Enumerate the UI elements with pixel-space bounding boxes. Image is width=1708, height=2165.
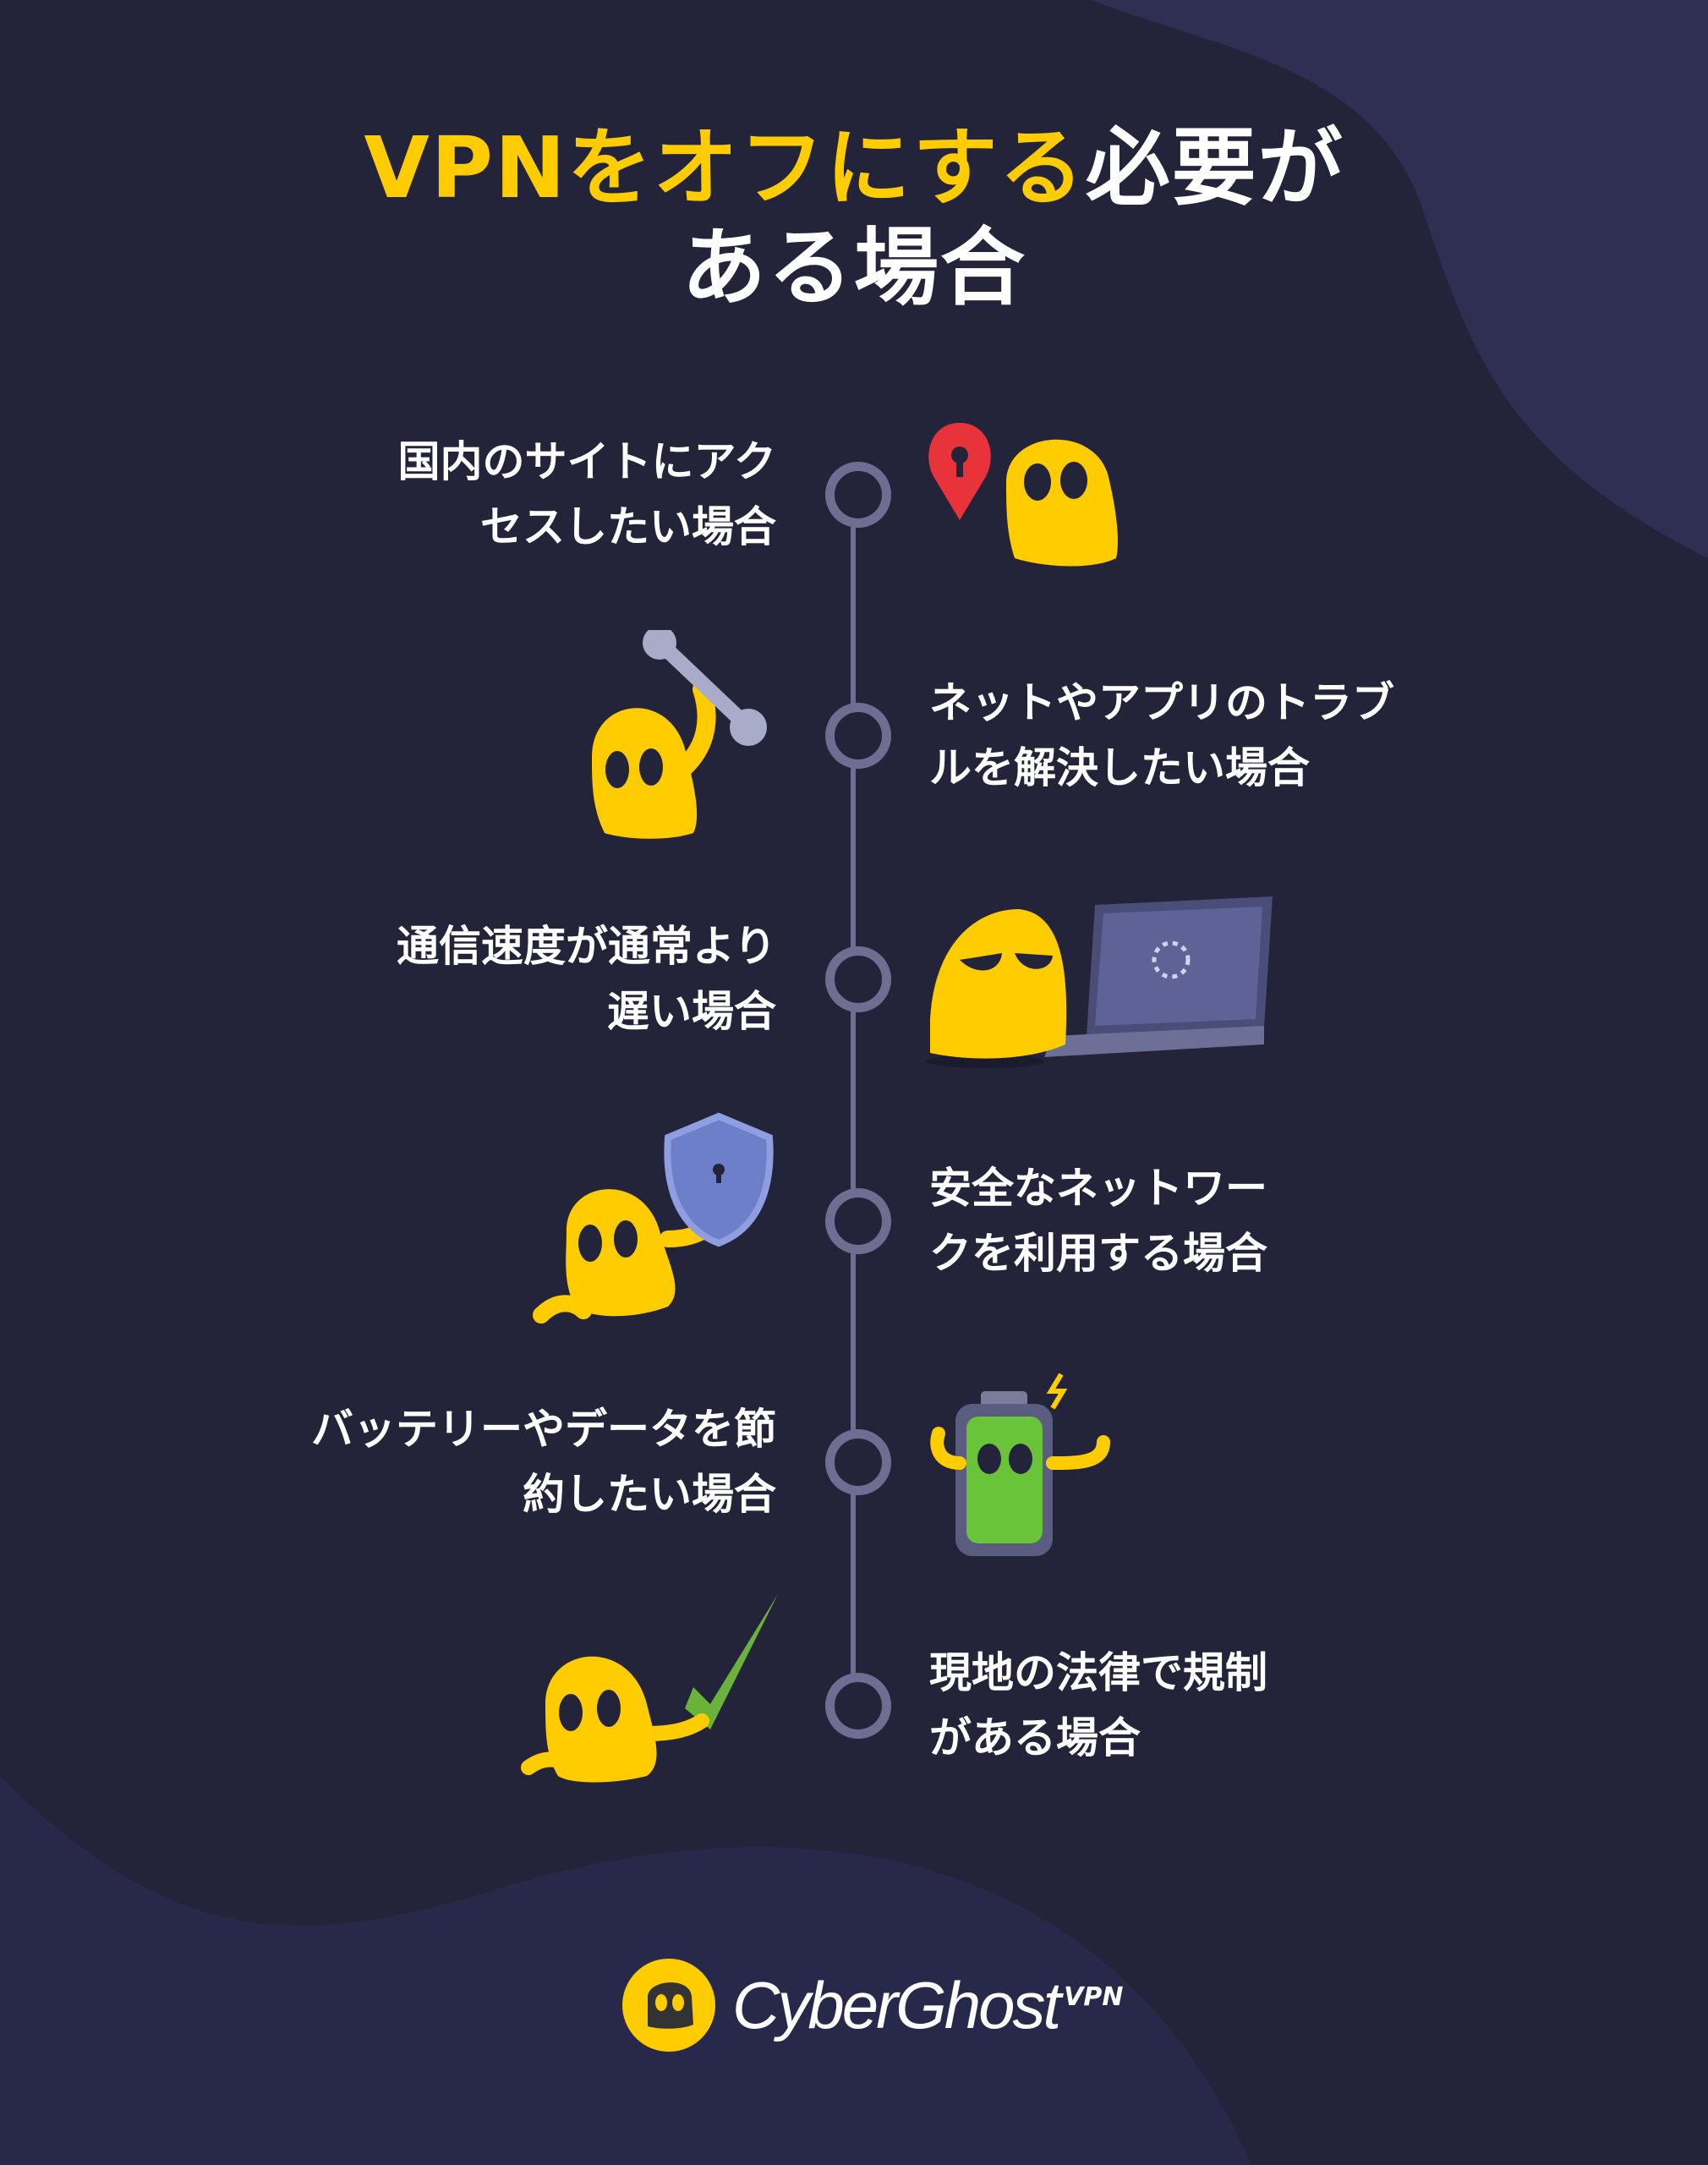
label-line: 約したい場合 [523, 1470, 776, 1519]
label-line: 現地の法律で規制 [929, 1648, 1267, 1697]
title-line2: ある場合 [682, 218, 1026, 317]
title-rest: 必要が [1085, 118, 1344, 217]
ghost-laptop-icon [926, 896, 1273, 1068]
label-line: 通信速度が通常より [397, 922, 776, 971]
ghost-shield-icon [533, 1112, 774, 1324]
timeline-item-label: 現地の法律で規制がある場合 [929, 1641, 1267, 1771]
title-highlight: VPNをオフにする [364, 118, 1086, 217]
logo-text: CyberGhost [732, 1967, 1061, 2042]
label-line: 遅い場合 [607, 987, 776, 1036]
ghost-wrench-icon [592, 630, 767, 839]
label-line: がある場合 [929, 1713, 1141, 1762]
timeline-node [825, 946, 891, 1012]
label-line: セスしたい場合 [480, 502, 776, 551]
label-line: 国内のサイトにアク [397, 437, 777, 486]
timeline-line [851, 495, 856, 1706]
timeline-item-label: 通信速度が通常より遅い場合 [397, 914, 776, 1044]
label-line: クを利用する場合 [929, 1229, 1267, 1278]
page-title: VPNをオフにする必要が ある場合 [0, 118, 1708, 318]
timeline-node [825, 462, 891, 528]
cyberghost-logo: CyberGhost VPN [622, 1959, 1123, 2052]
ghost-checkmark-icon [521, 1594, 778, 1783]
logo-vpn: VPN [1064, 1981, 1124, 2012]
label-line: バッテリーやデータを節 [311, 1405, 776, 1454]
timeline-item-label: 安全なネットワークを利用する場合 [929, 1156, 1267, 1286]
label-line: ネットやアプリのトラブ [929, 678, 1394, 727]
battery-ghost-icon [930, 1373, 1110, 1556]
label-line: 安全なネットワー [929, 1164, 1267, 1213]
timeline-item-label: 国内のサイトにアクセスしたい場合 [398, 430, 777, 560]
timeline-node [825, 703, 891, 769]
ghost-location-pin-icon [928, 423, 1118, 567]
ghost-logo-icon [622, 1959, 715, 2052]
timeline-node [825, 1429, 891, 1495]
timeline-node [825, 1188, 891, 1254]
label-line: ルを解決したい場合 [929, 743, 1310, 792]
timeline-item-label: ネットやアプリのトラブルを解決したい場合 [929, 671, 1394, 801]
timeline-node [825, 1673, 891, 1739]
timeline-item-label: バッテリーやデータを節約したい場合 [311, 1397, 776, 1527]
